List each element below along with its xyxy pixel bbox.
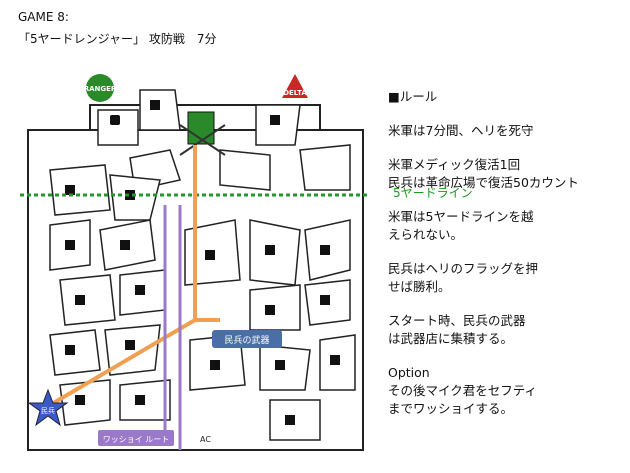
north-annex bbox=[89, 104, 321, 130]
rule-5: スタート時、民兵の武器は武器店に集積する。 bbox=[388, 313, 526, 346]
five-yard-label: 5ヤードライン bbox=[393, 186, 473, 200]
game-map: RANGER DELTA 民兵の武器 ワッショイ ルート 民兵 AC bbox=[20, 74, 370, 451]
buildings bbox=[49, 89, 356, 441]
helicopter-icon[interactable] bbox=[179, 111, 226, 156]
building-icons bbox=[65, 100, 340, 425]
rule-2: 米軍メディック復活1回民兵は革命広場で復活50カウント bbox=[388, 157, 579, 190]
orange-route bbox=[48, 145, 220, 407]
bottom-label: AC bbox=[200, 435, 211, 444]
militia-weapons-box[interactable]: 民兵の武器 bbox=[212, 330, 282, 348]
rule-1: 米軍は7分間、ヘリを死守 bbox=[388, 123, 534, 138]
game-title: 「5ヤードレンジャー」 攻防戦 7分 bbox=[18, 32, 217, 46]
ranger-badge: RANGER bbox=[84, 74, 117, 102]
militia-start-star[interactable]: 民兵 bbox=[27, 388, 69, 427]
rule-3: 米軍は5ヤードラインを越えられない。 bbox=[388, 209, 534, 242]
rules-panel: ■ルール 米軍は7分間、ヘリを死守 米軍メディック復活1回民兵は革命広場で復活5… bbox=[388, 88, 579, 434]
delta-badge: DELTA bbox=[282, 74, 308, 98]
rule-4: 民兵はヘリのフラッグを押せば勝利。 bbox=[388, 261, 539, 294]
rules-heading: ■ルール bbox=[388, 89, 438, 104]
svg-text:DELTA: DELTA bbox=[283, 89, 307, 97]
game-number: GAME 8: bbox=[18, 10, 69, 24]
svg-text:民兵: 民兵 bbox=[41, 406, 55, 415]
svg-text:民兵の武器: 民兵の武器 bbox=[224, 334, 269, 346]
svg-text:RANGER: RANGER bbox=[84, 85, 117, 93]
washoi-route-box[interactable]: ワッショイ ルート bbox=[98, 430, 174, 446]
washoi-route-line bbox=[163, 205, 182, 450]
svg-text:ワッショイ ルート: ワッショイ ルート bbox=[103, 435, 170, 444]
